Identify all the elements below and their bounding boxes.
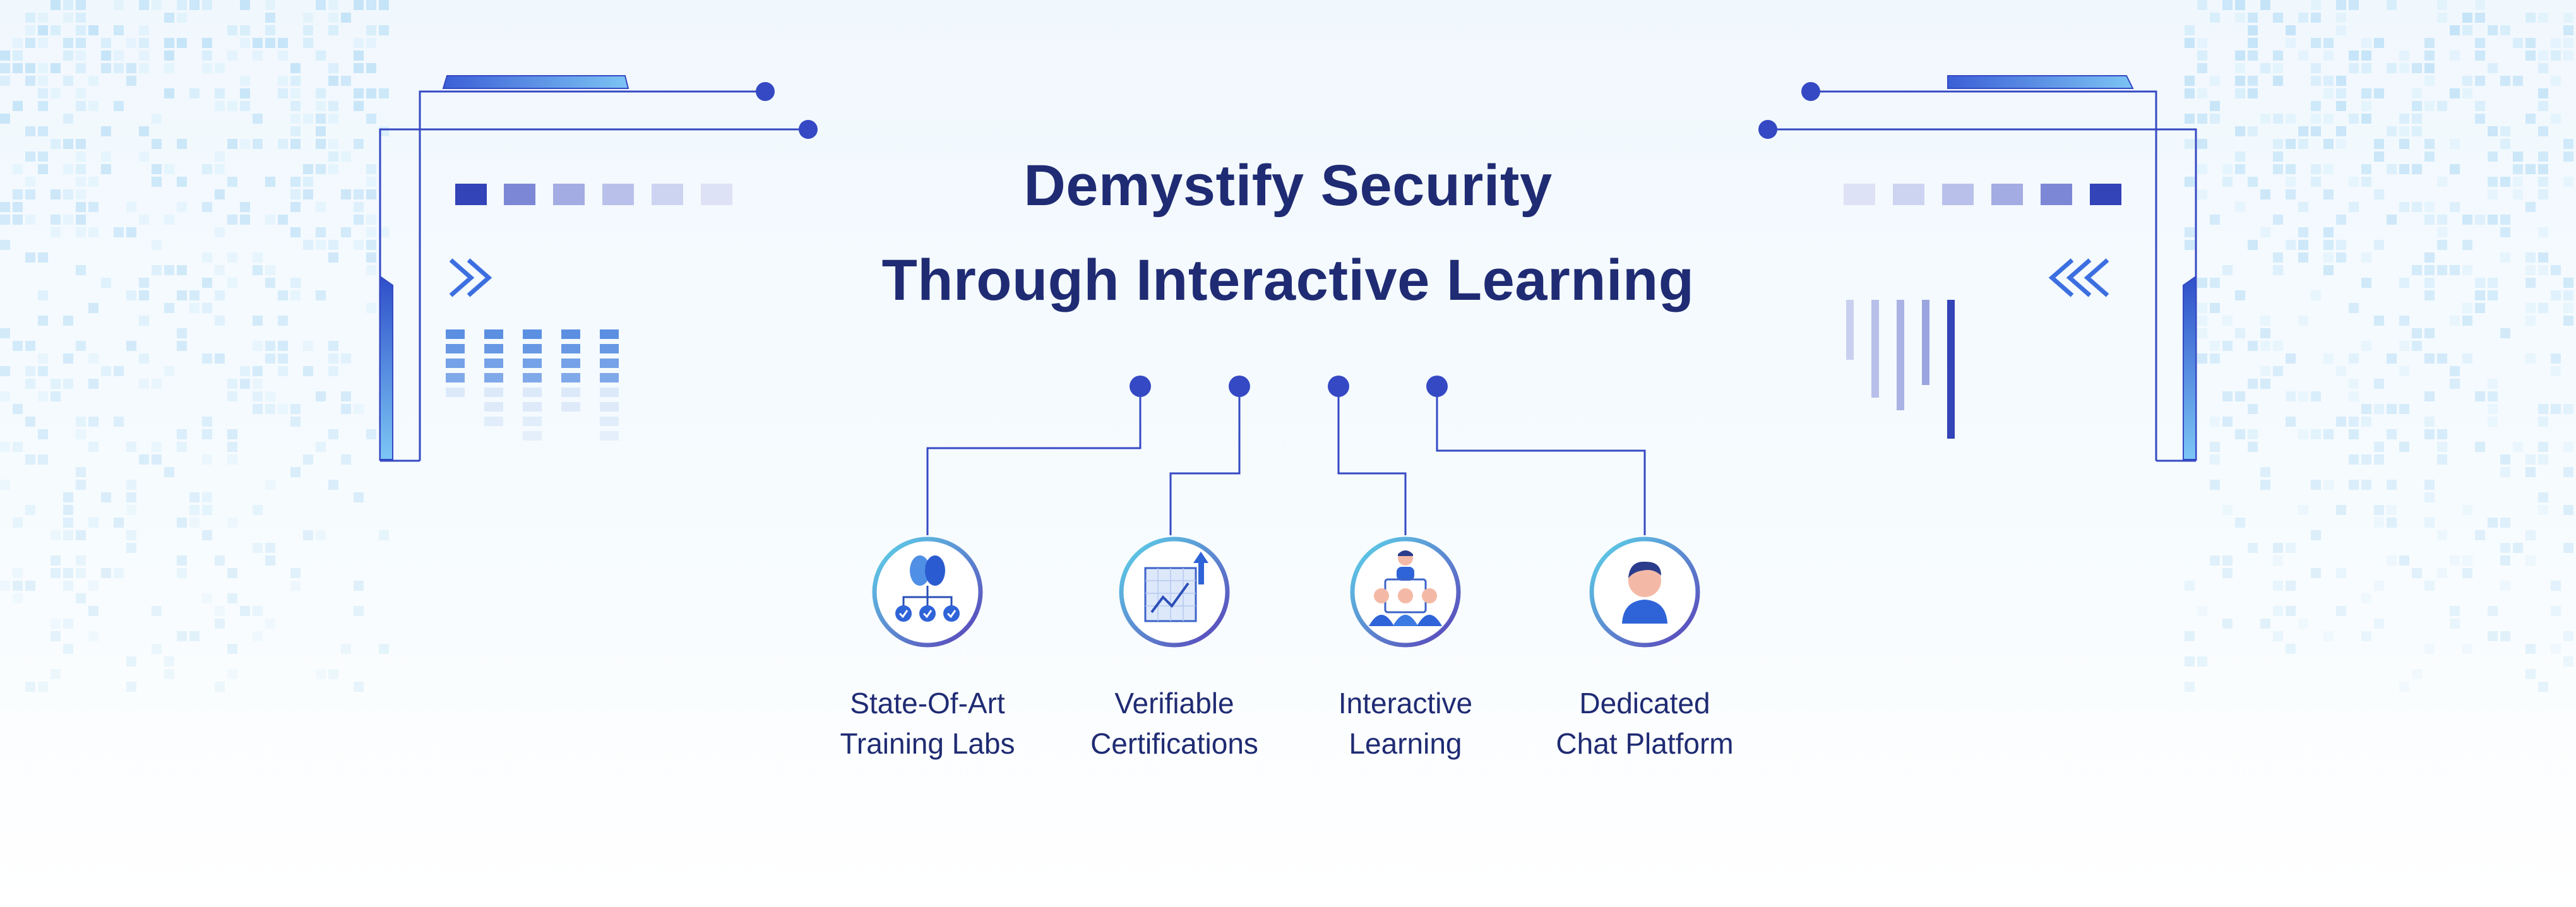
feature-label-line: Chat Platform bbox=[1556, 727, 1734, 760]
feature-connectors bbox=[926, 386, 1646, 535]
feature-label-line: Learning bbox=[1349, 727, 1462, 760]
chevron-left-icon bbox=[2048, 258, 2109, 297]
chat-user-icon bbox=[1589, 536, 1700, 648]
pixel-pattern-left bbox=[0, 0, 389, 692]
chevron-right-icon bbox=[449, 258, 492, 297]
feature-label-line: Certifications bbox=[1090, 727, 1258, 760]
feature-label-line: State-Of-Art bbox=[850, 687, 1005, 720]
right-color-squares bbox=[1844, 184, 2121, 205]
group-learning-icon bbox=[1350, 536, 1461, 648]
feature-label-certifications: Verifiable Certifications bbox=[1042, 683, 1307, 764]
right-vertical-bars bbox=[1846, 300, 1955, 439]
feature-label-interactive-learning: Interactive Learning bbox=[1273, 683, 1538, 764]
headline-line-2: Through Interactive Learning bbox=[881, 248, 1695, 312]
right-frame bbox=[1758, 75, 2197, 462]
feature-label-line: Training Labs bbox=[840, 727, 1015, 760]
headline-line-1: Demystify Security bbox=[1023, 153, 1553, 218]
pixel-pattern-right bbox=[2185, 0, 2573, 692]
certificate-chart-icon bbox=[1119, 536, 1230, 648]
feature-label-line: Verifiable bbox=[1114, 687, 1234, 720]
left-frame bbox=[379, 75, 818, 462]
feature-label-line: Dedicated bbox=[1579, 687, 1710, 720]
left-mini-bars bbox=[446, 329, 619, 441]
feature-label-chat-platform: Dedicated Chat Platform bbox=[1512, 683, 1777, 764]
feature-label-training-labs: State-Of-Art Training Labs bbox=[795, 683, 1060, 764]
left-color-squares bbox=[455, 184, 732, 205]
feature-label-line: Interactive bbox=[1338, 687, 1473, 720]
brain-network-icon bbox=[872, 536, 983, 648]
connector-dots bbox=[1130, 376, 1448, 397]
